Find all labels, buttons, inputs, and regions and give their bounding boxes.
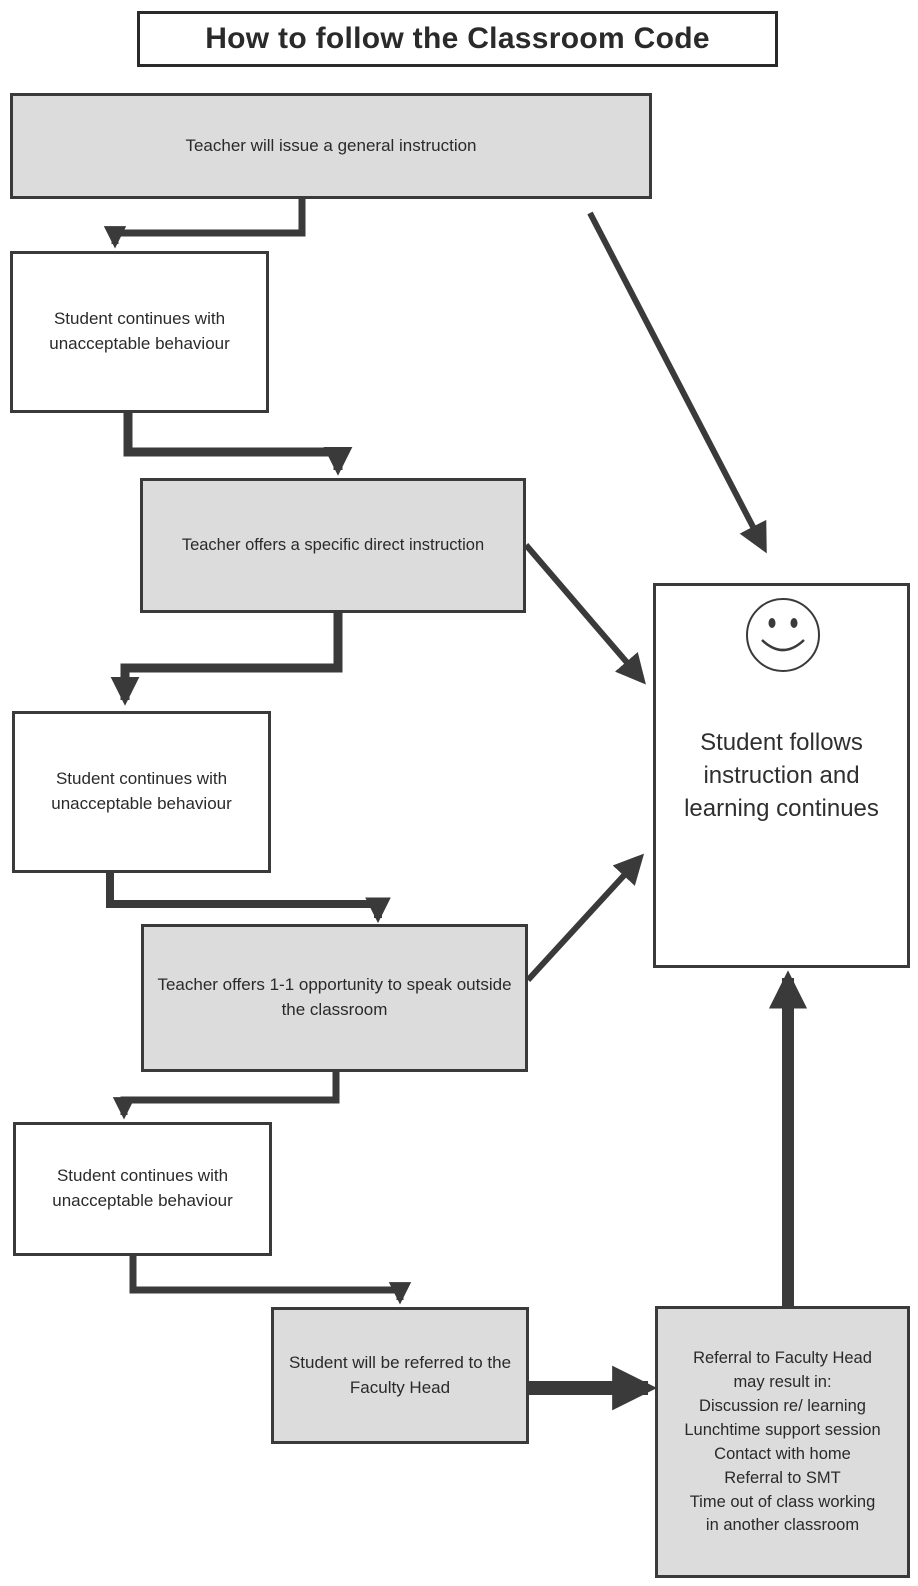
step-continues-3-label: Student continues with unacceptable beha… [52, 1166, 233, 1210]
step-continues-2: Student continues with unacceptable beha… [12, 711, 271, 873]
referral-intro: may result in: [733, 1372, 832, 1391]
step-general-instruction-label: Teacher will issue a general instruction [185, 135, 477, 155]
referral-item: Lunchtime support session [684, 1420, 881, 1439]
connector-continues-1-to-direct [123, 412, 353, 476]
arrow-general-to-outcome [587, 211, 767, 554]
page-title: How to follow the Classroom Code [137, 11, 778, 67]
connector-one-to-one-to-continues-3 [112, 1070, 340, 1120]
step-referred-label: Student will be referred to the Faculty … [288, 1352, 512, 1397]
connector-continues-3-to-referred [129, 1254, 412, 1305]
step-continues-1-label: Student continues with unacceptable beha… [49, 309, 230, 353]
connector-continues-2-to-one-to-one [106, 872, 391, 924]
outcome-box: Student follows instruction and learning… [653, 583, 910, 968]
step-referred: Student will be referred to the Faculty … [271, 1307, 529, 1444]
step-continues-2-label: Student continues with unacceptable beha… [51, 769, 232, 813]
referral-item: in another classroom [705, 1516, 860, 1535]
connector-general-to-continues-1 [103, 198, 306, 249]
step-general-instruction: Teacher will issue a general instruction [10, 93, 652, 199]
referral-item: Discussion re/ learning [699, 1396, 866, 1415]
step-direct-instruction: Teacher offers a specific direct instruc… [140, 478, 526, 613]
referral-item: Time out of class working [689, 1492, 876, 1511]
referral-item: Referral to SMT [724, 1468, 841, 1487]
step-one-to-one-label: Teacher offers 1-1 opportunity to speak … [157, 975, 512, 1019]
arrow-direct-to-outcome [523, 543, 646, 685]
step-continues-3: Student continues with unacceptable beha… [13, 1122, 272, 1256]
referral-heading: Referral to Faculty Head [693, 1349, 872, 1367]
connector-direct-to-continues-2 [110, 612, 343, 706]
referral-item: Contact with home [714, 1444, 851, 1463]
arrow-one-to-one-to-outcome [525, 853, 645, 983]
step-one-to-one: Teacher offers 1-1 opportunity to speak … [141, 924, 528, 1072]
step-continues-1: Student continues with unacceptable beha… [10, 251, 269, 413]
outcome-label: Student follows instruction and learning… [684, 729, 879, 823]
referral-box: Referral to Faculty Head may result in: … [655, 1306, 910, 1578]
step-direct-instruction-label: Teacher offers a specific direct instruc… [181, 535, 485, 554]
smiley-face-icon [746, 598, 820, 672]
